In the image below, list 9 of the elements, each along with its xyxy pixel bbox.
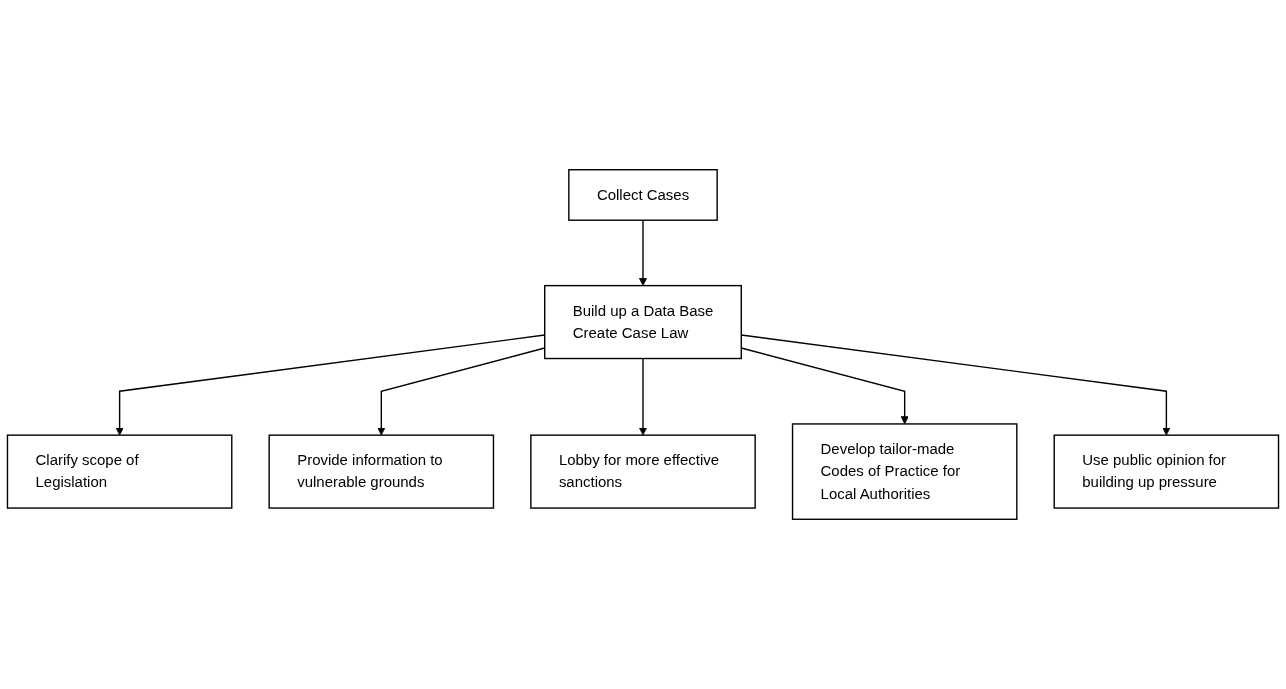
node-box: Lobby for more effective sanctions (530, 434, 756, 509)
node-box: Clarify scope of Legislation (6, 434, 233, 509)
node-box: Develop tailor-made Codes of Practice for Local Authorities (791, 423, 1018, 520)
arrow (638, 219, 648, 286)
arrow (638, 357, 648, 436)
node-box: Collect Cases (568, 169, 718, 221)
node-box: Provide information to vulnerable grounds (268, 434, 495, 509)
node-box: Use public opinion for building up pressure (1053, 434, 1280, 509)
node-box: Build up a Data Base Create Case Law (544, 284, 742, 360)
